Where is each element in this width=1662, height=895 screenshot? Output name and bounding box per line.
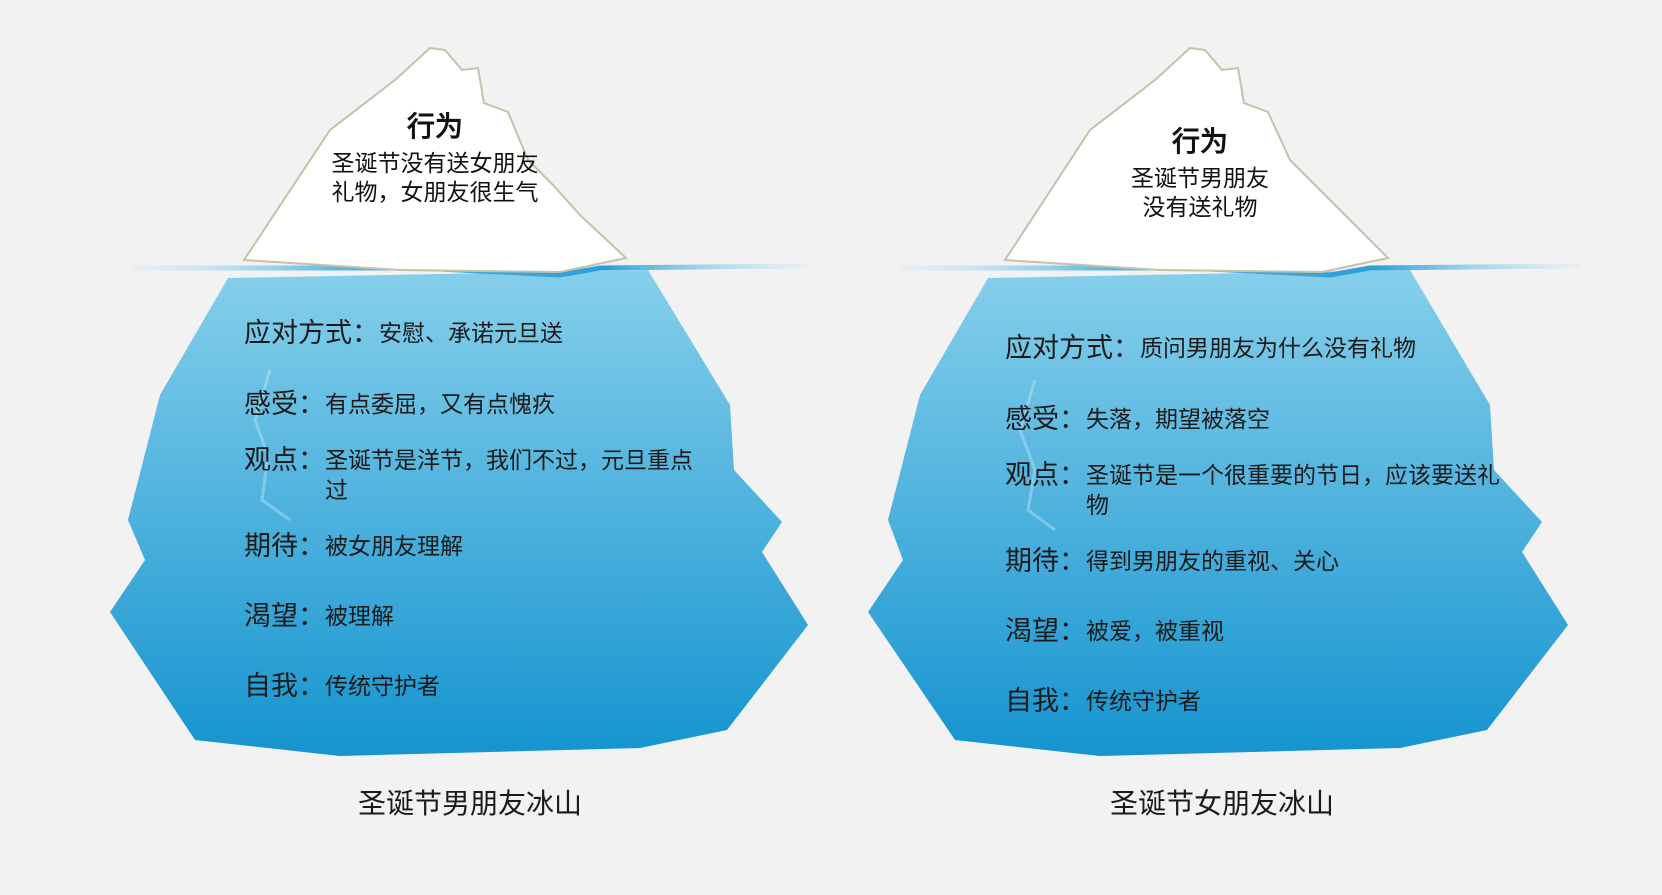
left-layer-feeling: 感受： 有点委屈，又有点愧疚 [244, 390, 714, 420]
layer-label: 期待： [1005, 546, 1086, 577]
right-iceberg-underwater [868, 270, 1568, 756]
layer-value: 质问男朋友为什么没有礼物 [1140, 336, 1416, 362]
right-ice-crack [1018, 379, 1056, 532]
layer-label: 渴望： [244, 601, 325, 632]
layer-value: 失落，期望被落空 [1086, 407, 1270, 433]
left-tip-body: 圣诞节没有送女朋友礼物，女朋友很生气 [331, 151, 539, 206]
right-layer-expectation: 期待： 得到男朋友的重视、关心 [1005, 547, 1505, 577]
layer-value: 传统守护者 [325, 674, 440, 700]
left-layer-view: 观点： 圣诞节是洋节，我们不过，元旦重点过 [244, 446, 714, 506]
layer-label: 感受： [1005, 404, 1086, 435]
right-iceberg-tip [1003, 46, 1391, 274]
left-layer-coping: 应对方式： 安慰、承诺元旦送 [244, 319, 714, 349]
left-iceberg-tip [242, 46, 629, 274]
layer-label: 感受： [244, 389, 325, 420]
layer-label: 应对方式： [244, 318, 379, 349]
left-layer-self: 自我： 传统守护者 [244, 672, 714, 702]
left-layer-yearning: 渴望： 被理解 [244, 602, 714, 632]
left-iceberg-underwater [110, 270, 808, 756]
left-tip-text: 行为 圣诞节没有送女朋友礼物，女朋友很生气 [330, 110, 540, 208]
right-tip-body: 圣诞节男朋友没有送礼物 [1131, 166, 1269, 221]
layer-value: 圣诞节是洋节，我们不过，元旦重点过 [325, 448, 693, 504]
left-iceberg-shape [110, 46, 809, 756]
layer-label: 观点： [1005, 460, 1086, 491]
right-layer-coping: 应对方式： 质问男朋友为什么没有礼物 [1005, 334, 1505, 364]
right-iceberg-shape [868, 46, 1581, 756]
right-layer-view: 观点： 圣诞节是一个很重要的节日，应该要送礼物 [1005, 461, 1505, 521]
right-tip-text: 行为 圣诞节男朋友没有送礼物 [1095, 125, 1305, 223]
right-layer-yearning: 渴望： 被爱，被重视 [1005, 617, 1505, 647]
left-layer-expectation: 期待： 被女朋友理解 [244, 532, 714, 562]
left-tip-title: 行为 [406, 110, 463, 143]
layer-label: 应对方式： [1005, 333, 1140, 364]
layer-value: 被理解 [325, 604, 394, 630]
layer-value: 传统守护者 [1086, 689, 1201, 715]
layer-value: 被女朋友理解 [325, 534, 463, 560]
layer-value: 圣诞节是一个很重要的节日，应该要送礼物 [1086, 463, 1500, 519]
layer-value: 安慰、承诺元旦送 [379, 321, 563, 347]
layer-label: 期待： [244, 531, 325, 562]
layer-value: 得到男朋友的重视、关心 [1086, 549, 1339, 575]
right-caption: 圣诞节女朋友冰山 [1109, 787, 1334, 820]
layer-label: 渴望： [1005, 616, 1086, 647]
right-layer-self: 自我： 传统守护者 [1005, 687, 1505, 717]
left-ice-crack [253, 369, 291, 522]
left-caption: 圣诞节男朋友冰山 [357, 787, 582, 820]
layer-label: 自我： [244, 671, 325, 702]
layer-label: 观点： [244, 445, 325, 476]
right-layer-feeling: 感受： 失落，期望被落空 [1005, 405, 1505, 435]
layer-value: 被爱，被重视 [1086, 619, 1224, 645]
right-tip-title: 行为 [1171, 125, 1228, 158]
right-water-line [900, 263, 1581, 278]
layer-label: 自我： [1005, 686, 1086, 717]
layer-value: 有点委屈，又有点愧疚 [325, 392, 555, 418]
left-water-line [132, 263, 809, 278]
